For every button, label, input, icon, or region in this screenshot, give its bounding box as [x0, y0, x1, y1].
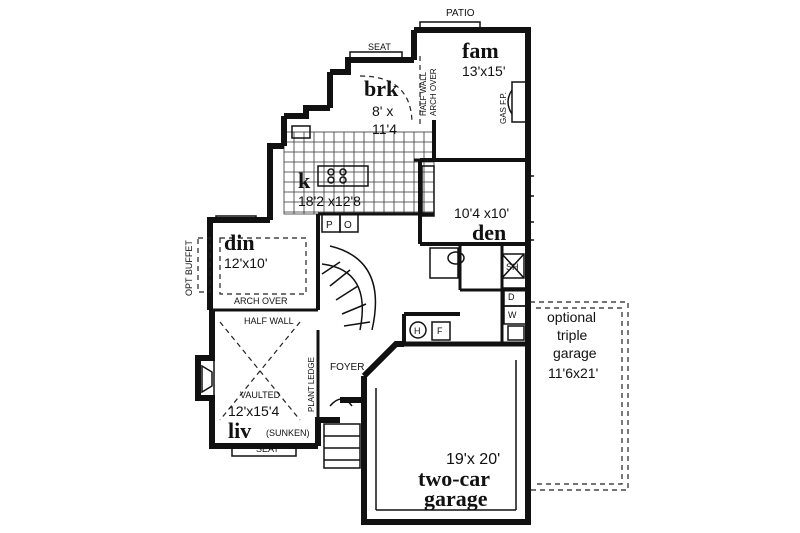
sunken-label: (SUNKEN) [266, 428, 310, 438]
patio-label: PATIO [446, 8, 475, 19]
din-room-name: din [224, 230, 255, 255]
arch-over-label: ARCH OVER [234, 296, 288, 306]
garage-name-line1: two-car [418, 466, 490, 491]
optional-garage-size: 11'6x21' [548, 365, 598, 381]
fam-room-size: 13'x15' [462, 63, 506, 79]
den-room-size: 10'4 x10' [454, 205, 509, 221]
vaulted-label: VAULTED [240, 390, 281, 400]
liv-room-name: liv [228, 418, 251, 443]
h-label: H [414, 326, 421, 336]
kitchen-tile-floor [283, 131, 435, 215]
seat-top-label: SEAT [368, 42, 391, 52]
half-wall-label-din: HALF WALL [244, 316, 294, 326]
plant-ledge-label: PLANT LEDGE [307, 357, 316, 412]
garage-size: 19'x 20' [446, 451, 500, 468]
foyer-label: FOYER [330, 362, 364, 373]
seat-bottom-label: SEAT [256, 444, 279, 454]
pantry-p-label: P [326, 220, 333, 231]
brk-room-name: brk [364, 76, 399, 101]
sh-label: SH [506, 262, 519, 272]
optional-garage-line2: triple [557, 327, 588, 343]
half-wall-label: HALF WALL [419, 71, 428, 116]
optional-garage-line3: garage [553, 345, 597, 361]
brk-room-size-line2: 11'4 [372, 121, 397, 137]
garage-name-line2: garage [424, 486, 488, 511]
fam-room-name: fam [462, 38, 499, 63]
k-room-name: k [298, 168, 311, 193]
k-room-size: 18'2 x12'8 [298, 193, 361, 209]
opt-buffet-label: OPT BUFFET [184, 240, 194, 296]
den-room-name: den [472, 220, 506, 245]
optional-garage-line1: optional [547, 309, 596, 325]
washer-label: W [508, 310, 517, 320]
dashed-lines [197, 56, 629, 491]
gas-fp-label: GAS F.P. [499, 92, 508, 124]
dryer-label: D [508, 292, 515, 302]
f-label: F [437, 326, 443, 336]
liv-room-size: 12'x15'4 [228, 403, 279, 419]
arch-over-vertical-label: ARCH OVER [429, 68, 438, 116]
exterior-walls [195, 27, 531, 525]
fixtures [197, 21, 534, 469]
din-room-size: 12'x10' [224, 255, 268, 271]
brk-room-size-line1: 8' x [372, 103, 393, 119]
pantry-o-label: O [344, 220, 352, 231]
room-labels: PATIO SEAT fam 13'x15' GAS F.P. HALF WAL… [184, 8, 598, 511]
